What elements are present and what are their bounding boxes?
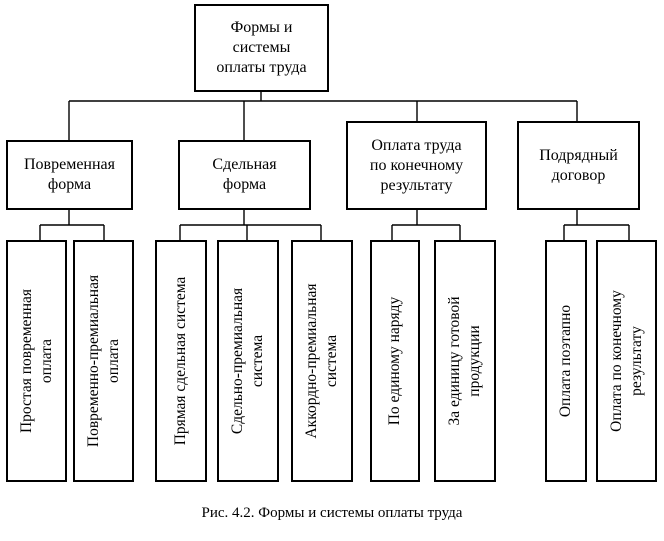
leaf-text: Простая повременная оплата [17, 288, 55, 434]
root-box: Формы и системы оплаты труда [194, 4, 329, 92]
root-line-2: системы [232, 39, 291, 56]
leaf-text: Аккордно-премиальная система [302, 283, 340, 439]
category-line-1: Сдельная [212, 156, 277, 173]
leaf-box-piece-bonus: Сдельно-премиальная система [217, 240, 279, 482]
category-line-1: Подрядный [539, 146, 618, 164]
category-box-piece-rate: Сдельная форма [178, 140, 311, 210]
leaf-box-time-bonus: Повременно-премиальная оплата [73, 240, 134, 482]
leaf-box-final-result-pay: Оплата по конечному результату [596, 240, 657, 482]
leaf-text: По единому наряду [385, 296, 403, 426]
leaf-text: Повременно-премиальная оплата [84, 274, 122, 448]
leaf-box-simple-time: Простая повременная оплата [6, 240, 67, 482]
category-line-3: результату [380, 176, 453, 194]
category-box-contract: Подрядный договор [517, 121, 640, 210]
leaf-box-per-unit: За единицу готовой продукции [434, 240, 496, 482]
leaf-text: За единицу готовой продукции [445, 296, 483, 426]
category-box-final-result: Оплата труда по конечному результату [346, 121, 487, 210]
category-line-1: Оплата труда [371, 136, 462, 154]
leaf-text: Оплата по конечному результату [607, 290, 645, 432]
root-line-1: Формы и [230, 19, 293, 36]
category-line-2: по конечному [369, 156, 464, 174]
leaf-text: Прямая сдельная система [171, 276, 189, 446]
leaf-box-lump-sum-bonus: Аккордно-премиальная система [291, 240, 353, 482]
leaf-box-staged-pay: Оплата поэтапно [545, 240, 587, 482]
leaf-text: Оплата поэтапно [556, 304, 574, 418]
leaf-box-single-order: По единому наряду [370, 240, 420, 482]
category-line-2: форма [222, 176, 267, 193]
category-line-2: форма [47, 176, 92, 193]
category-line-2: договор [551, 166, 606, 184]
category-line-1: Повременная [23, 156, 116, 173]
leaf-box-direct-piece: Прямая сдельная система [155, 240, 207, 482]
leaf-text: Сдельно-премиальная система [228, 287, 266, 435]
root-line-3: оплаты труда [216, 59, 307, 76]
category-box-time-based: Повременная форма [6, 140, 133, 210]
figure-caption: Рис. 4.2. Формы и системы оплаты труда [201, 505, 463, 521]
